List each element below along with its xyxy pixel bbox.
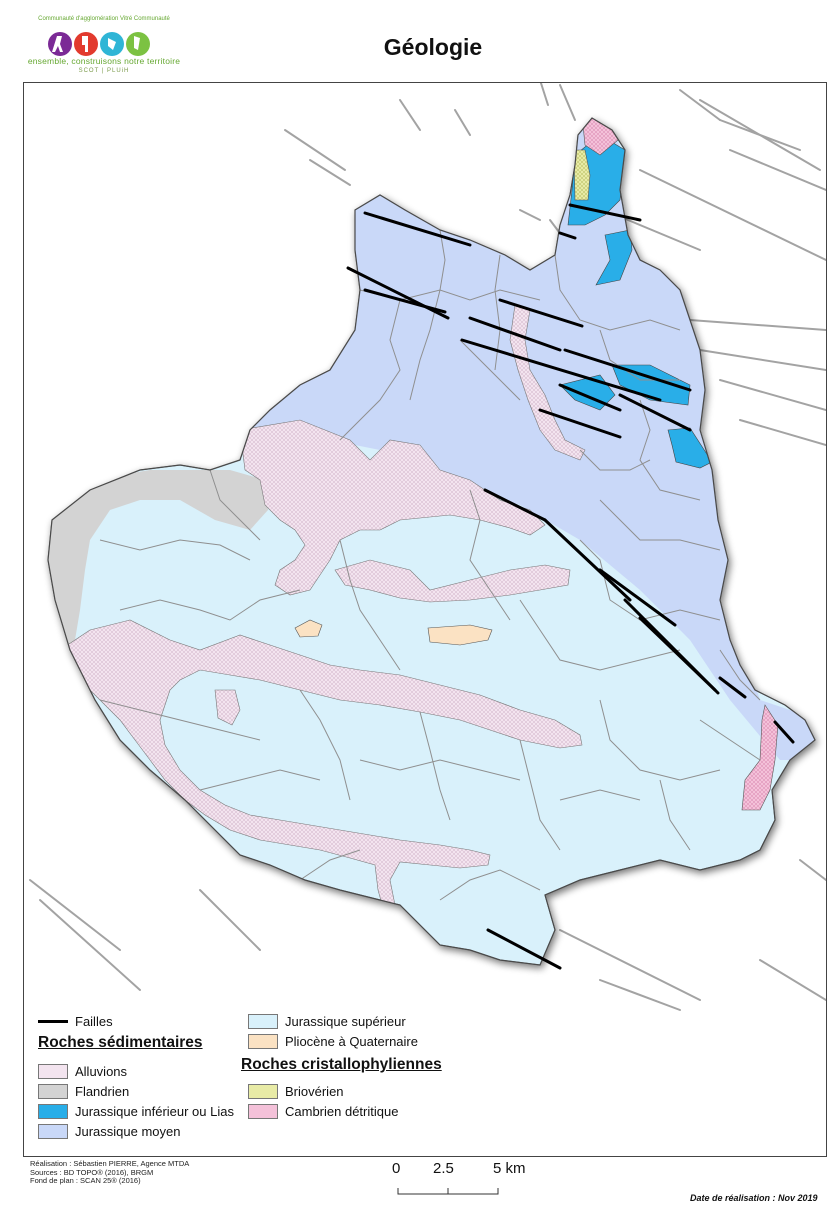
jurassique-moyen-swatch bbox=[38, 1124, 68, 1139]
legend-cambrien: Cambrien détritique bbox=[248, 1104, 398, 1119]
legend-label: Cambrien détritique bbox=[285, 1104, 399, 1119]
external-faults bbox=[29, 83, 826, 1011]
failles bbox=[346, 203, 795, 970]
logo-subtitle: SCOT | PLUiH bbox=[78, 68, 130, 74]
map-legend: Failles Roches sédimentaires Alluvions F… bbox=[35, 1010, 505, 1160]
header-divider bbox=[23, 82, 827, 83]
lias-swatch bbox=[38, 1104, 68, 1119]
legend-label: Jurassique moyen bbox=[75, 1124, 181, 1139]
flandrien-swatch bbox=[38, 1084, 68, 1099]
legend-label: Failles bbox=[75, 1014, 113, 1029]
scale-tick-label: 5 km bbox=[493, 1160, 526, 1177]
legend-heading-cristallophyliennes: Roches cristallophyliennes bbox=[241, 1056, 442, 1073]
logo-slogan: ensemble, construisons notre territoire bbox=[27, 56, 181, 66]
cambrien-swatch bbox=[248, 1104, 278, 1119]
logo-top-text: Communauté d'agglomération Vitré Communa… bbox=[38, 16, 170, 22]
map-header: Géologie bbox=[23, 12, 827, 82]
zone-alluvions bbox=[59, 304, 586, 926]
legend-lias: Jurassique inférieur ou Lias bbox=[38, 1104, 234, 1119]
credit-line: Fond de plan : SCAN 25® (2016) bbox=[30, 1176, 141, 1185]
commune-boundaries bbox=[99, 229, 761, 901]
zone-pliocene bbox=[294, 619, 323, 638]
scale-bar-line bbox=[397, 1188, 499, 1195]
legend-label: Pliocène à Quaternaire bbox=[285, 1034, 418, 1049]
legend-pliocene: Pliocène à Quaternaire bbox=[248, 1034, 418, 1049]
legend-alluvions: Alluvions bbox=[38, 1064, 127, 1079]
legend-label: Flandrien bbox=[75, 1084, 130, 1099]
credit-line: Sources : BD TOPO® (2016), BRGM bbox=[30, 1167, 154, 1177]
legend-label: Briovérien bbox=[285, 1084, 344, 1099]
legend-brioverien: Briovérien bbox=[248, 1084, 344, 1099]
logo: Communauté d'agglomération Vitré Communa… bbox=[24, 14, 184, 80]
brioverien-swatch bbox=[248, 1084, 278, 1099]
jurassique-superieur-swatch bbox=[248, 1014, 278, 1029]
legend-heading-sedimentaires: Roches sédimentaires bbox=[38, 1034, 203, 1051]
credits: Réalisation : Sébastien PIERRE, Agence M… bbox=[30, 1159, 190, 1186]
scale-bar: 0 2.5 5 km bbox=[390, 1160, 540, 1200]
legend-jurassique-moyen: Jurassique moyen bbox=[38, 1124, 181, 1139]
legend-flandrien: Flandrien bbox=[38, 1084, 129, 1099]
zone-brioverien bbox=[573, 149, 591, 201]
pliocene-swatch bbox=[248, 1034, 278, 1049]
legend-failles: Failles bbox=[38, 1014, 113, 1029]
legend-label: Jurassique inférieur ou Lias bbox=[75, 1104, 234, 1119]
legend-label: Alluvions bbox=[75, 1064, 128, 1079]
logo-figures-icon bbox=[48, 32, 150, 56]
scale-tick-label: 0 bbox=[392, 1160, 401, 1177]
legend-label: Jurassique supérieur bbox=[285, 1014, 406, 1029]
fault-line-icon bbox=[38, 1020, 68, 1023]
credit-line: Réalisation : Sébastien PIERRE, Agence M… bbox=[30, 1159, 190, 1168]
legend-jurassique-superieur: Jurassique supérieur bbox=[248, 1014, 406, 1029]
geology-map bbox=[29, 83, 826, 1011]
alluvions-swatch bbox=[38, 1064, 68, 1079]
zone-flandrien bbox=[48, 470, 268, 660]
date-realisation: Date de réalisation : Nov 2019 bbox=[690, 1193, 818, 1203]
page-title: Géologie bbox=[383, 34, 483, 60]
scale-tick-label: 2.5 bbox=[433, 1160, 454, 1177]
